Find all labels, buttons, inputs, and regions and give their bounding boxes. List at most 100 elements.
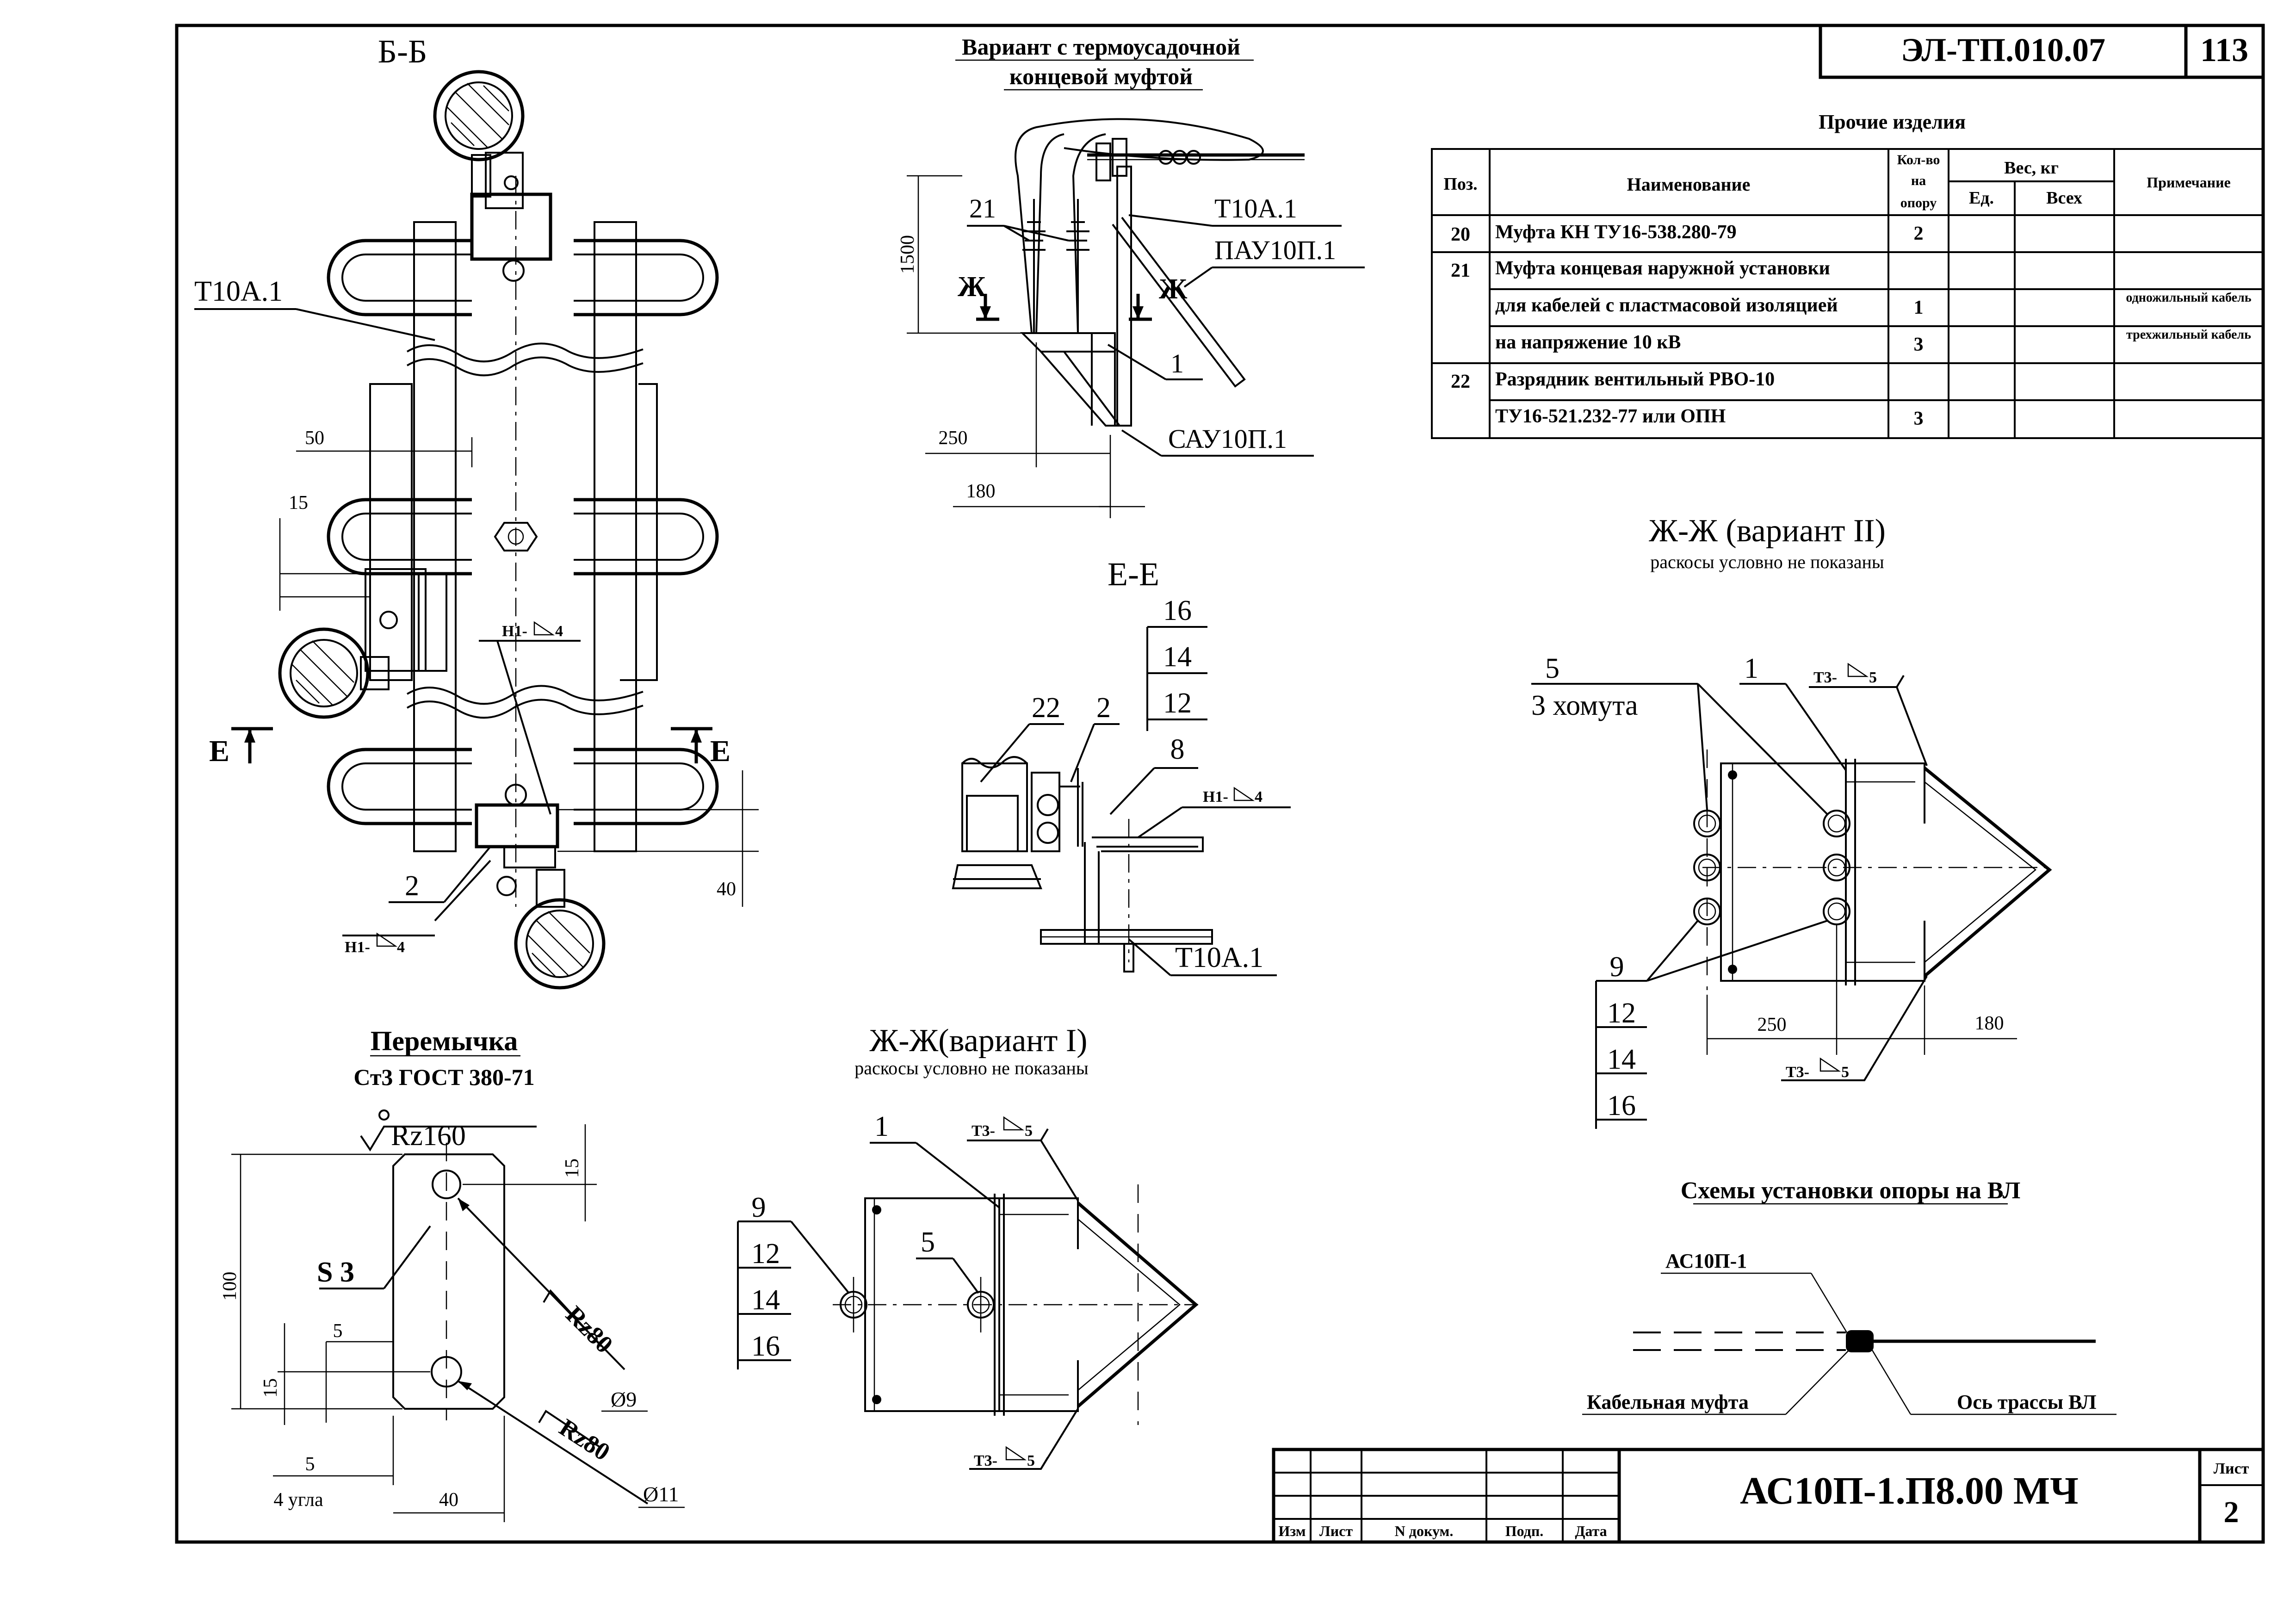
jumper-dim-100: 100 <box>219 1272 241 1301</box>
jumper-d9: Ø9 <box>611 1388 637 1411</box>
zh1-stack-9: 9 <box>752 1192 766 1223</box>
scheme-label-support: АС10П-1 <box>1665 1250 1747 1272</box>
label-t10a1-thermo: Т10А.1 <box>1214 193 1297 223</box>
pipe-left <box>278 627 370 719</box>
spec-row: ТУ16-521.232-77 или ОПН 3 <box>1495 406 1924 429</box>
zh1-stack-14: 14 <box>751 1284 780 1316</box>
jumper-dim-15-top: 15 <box>562 1158 583 1178</box>
cut-zh-right: Ж <box>1159 273 1188 305</box>
row-name: Разрядник вентильный РВО-10 <box>1495 369 1775 390</box>
tb-col-izm: Изм <box>1278 1523 1306 1539</box>
row-note: одножильный кабель <box>2126 291 2251 305</box>
zh1-t3-bottom: Т3- <box>974 1452 997 1469</box>
hdr-qty-2: на <box>1911 173 1926 188</box>
u-bolt <box>327 498 719 576</box>
spec-row: на напряжение 10 кВ 3 трехжильный кабель <box>1495 328 2251 355</box>
view-thermo: Вариант с термоусадочной концевой муфтой <box>897 34 1365 518</box>
hdr-pos: Поз. <box>1443 174 1477 194</box>
row-name: Муфта концевая наружной установки <box>1495 258 1830 279</box>
hdr-qty-1: Кол-во <box>1897 152 1940 167</box>
pipe-top <box>433 70 525 161</box>
title-block: Изм Лист N докум. Подп. Дата АС10П-1.П8.… <box>1272 1448 2265 1544</box>
label-h1: Н1- <box>502 623 527 640</box>
spec-row: 20 Муфта КН ТУ16-538.280-79 2 <box>1451 222 1924 245</box>
zh2-stack-16: 16 <box>1607 1090 1636 1121</box>
label-sau: САУ10П.1 <box>1168 424 1287 454</box>
zh2-label-5: 5 <box>1545 653 1560 684</box>
label-pau: ПАУ10П.1 <box>1214 235 1336 265</box>
post-left <box>413 221 457 852</box>
cut-e-right: Е <box>710 734 730 768</box>
pipe-bottom <box>514 898 606 990</box>
cable-joint <box>1846 1330 1874 1352</box>
u-bolt <box>327 239 719 316</box>
jumper-title: Перемычка <box>371 1026 518 1056</box>
tb-col-list: Лист <box>1319 1523 1353 1539</box>
ee-label-22: 22 <box>1032 692 1060 724</box>
pole <box>1116 166 1132 427</box>
zh2-dim-180: 180 <box>1975 1013 2004 1034</box>
zh2-label-3clamps: 3 хомута <box>1531 690 1638 721</box>
cable-termination <box>1022 199 1046 333</box>
ee-label-2: 2 <box>1096 692 1111 724</box>
view-bb-title: Б-Б <box>378 33 427 70</box>
scheme-label-joint: Кабельная муфта <box>1587 1391 1749 1413</box>
weld-4-lower: 4 <box>397 939 405 956</box>
sheet-frame <box>175 24 2265 1544</box>
label-21: 21 <box>969 193 996 223</box>
jumper-rz80-a: Rz80 <box>561 1301 619 1358</box>
label-1-thermo: 1 <box>1170 348 1184 378</box>
arrester <box>961 762 1028 852</box>
row-note: трехжильный кабель <box>2126 328 2251 342</box>
zh1-weld-bottom: 5 <box>1027 1452 1035 1469</box>
page-number: 113 <box>2200 31 2248 68</box>
row-pos: 22 <box>1451 371 1470 392</box>
cut-e-left: Е <box>209 734 229 768</box>
ee-label-8: 8 <box>1170 734 1185 765</box>
zh2-stack-12: 12 <box>1607 997 1636 1029</box>
top-clamp-block <box>470 192 552 261</box>
zh1-weld-top: 5 <box>1025 1122 1033 1140</box>
tb-sheet-number: 2 <box>2224 1495 2239 1529</box>
zh2-t3-top: Т3- <box>1813 669 1837 686</box>
row-name: ТУ16-521.232-77 или ОПН <box>1495 406 1726 427</box>
jumper-corners: 4 угла <box>273 1489 323 1511</box>
spec-row: 21 Муфта концевая наружной установки <box>1451 258 1830 281</box>
ee-label-t10a1: Т10А.1 <box>1175 942 1263 973</box>
hdr-total: Всех <box>2046 188 2082 208</box>
zh2-label-1: 1 <box>1744 653 1758 684</box>
scheme-label-axis: Ось трассы ВЛ <box>1957 1391 2097 1413</box>
view-ee: Е-Е 16 14 12 8 22 <box>952 556 1291 976</box>
jumper-s3: S 3 <box>317 1257 354 1288</box>
ee-label-14: 14 <box>1163 641 1192 673</box>
cable-termination <box>1066 199 1089 333</box>
weld-4: 4 <box>555 623 563 640</box>
spec-table-title: Прочие изделия <box>1819 111 1966 133</box>
jumper-material: Ст3 ГОСТ 380-71 <box>353 1064 534 1090</box>
zh1-label-5: 5 <box>921 1227 935 1258</box>
jumper-dim-5b: 5 <box>305 1454 315 1475</box>
thermo-title-1: Вариант с термоусадочной <box>962 34 1240 60</box>
view-bb: Б-Б <box>194 33 759 990</box>
jumper-dim-40: 40 <box>439 1489 458 1511</box>
jumper-dim-5a: 5 <box>333 1320 343 1342</box>
ee-label-h1: Н1- <box>1203 788 1228 805</box>
dim-15: 15 <box>289 492 308 514</box>
zh2-dim-250: 250 <box>1758 1014 1787 1035</box>
row-qty: 3 <box>1914 408 1924 429</box>
tb-col-ndoc: N докум. <box>1395 1523 1454 1539</box>
row-qty: 1 <box>1914 297 1924 318</box>
zh1-title: Ж-Ж(вариант I) <box>870 1023 1088 1059</box>
zh1-subtitle: раскосы условно не показаны <box>854 1058 1089 1078</box>
zh2-weld-bottom: 5 <box>1841 1064 1849 1081</box>
hex-nut <box>494 522 538 551</box>
hdr-note: Примечание <box>2147 174 2230 191</box>
jumper-dim-15-bot: 15 <box>260 1378 281 1398</box>
row-qty: 2 <box>1914 223 1924 244</box>
tb-col-data: Дата <box>1575 1523 1607 1539</box>
hdr-unit: Ед. <box>1969 188 1994 208</box>
zh1-stack-16: 16 <box>751 1331 780 1362</box>
install-scheme: Схемы установки опоры на ВЛ АС10П-1 Кабе… <box>1582 1177 2117 1415</box>
jumper-plate <box>392 1153 505 1410</box>
